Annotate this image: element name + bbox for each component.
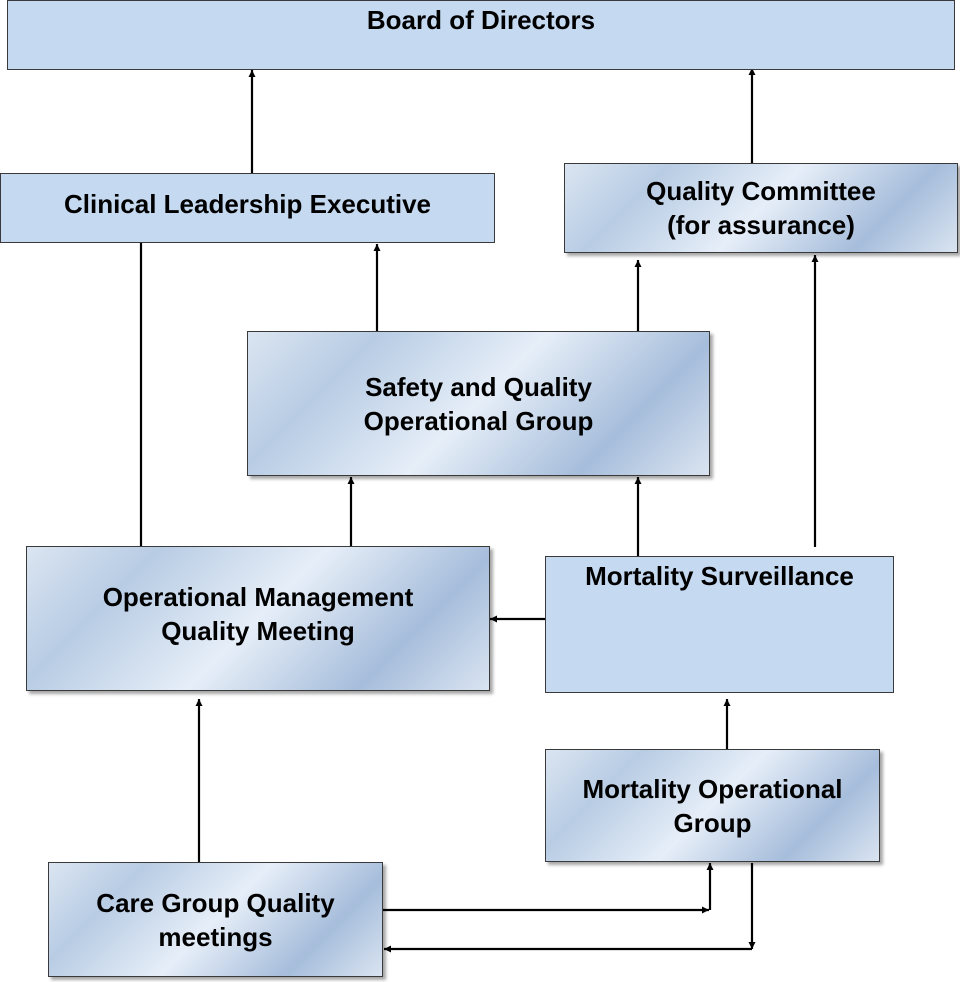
board-of-directors-box: Board of Directors bbox=[7, 0, 955, 70]
safety-quality-operational-group-label-line1: Safety and Quality bbox=[365, 371, 592, 402]
quality-committee-label-line2: (for assurance) bbox=[667, 210, 855, 240]
safety-quality-operational-group-box: Safety and Quality Operational Group bbox=[247, 331, 710, 476]
mortality-operational-group-label-line1: Mortality Operational bbox=[582, 773, 843, 804]
care-group-quality-meetings-label-line1: Care Group Quality bbox=[96, 887, 335, 918]
operational-management-quality-meeting-box: Operational Management Quality Meeting bbox=[26, 546, 490, 691]
operational-management-quality-meeting-label-line2: Quality Meeting bbox=[161, 615, 355, 646]
care-group-quality-meetings-label-line2: meetings bbox=[158, 921, 273, 952]
operational-management-quality-meeting-label-line1: Operational Management bbox=[102, 581, 414, 612]
mortality-operational-group-label-line2: Group bbox=[673, 807, 752, 838]
quality-committee-box: Quality Committee (for assurance) bbox=[564, 163, 958, 253]
clinical-leadership-executive-box: Clinical Leadership Executive bbox=[0, 173, 495, 243]
clinical-leadership-executive-label: Clinical Leadership Executive bbox=[63, 189, 432, 219]
mortality-operational-group-box: Mortality Operational Group bbox=[545, 749, 880, 862]
safety-quality-operational-group-label-line2: Operational Group bbox=[363, 405, 594, 436]
board-of-directors-label: Board of Directors bbox=[366, 5, 596, 35]
care-group-quality-meetings-box: Care Group Quality meetings bbox=[48, 862, 383, 977]
mortality-surveillance-label: Mortality Surveillance bbox=[585, 561, 854, 591]
quality-committee-label-line1: Quality Committee bbox=[646, 176, 876, 206]
mortality-surveillance-box: Mortality Surveillance bbox=[545, 556, 894, 693]
